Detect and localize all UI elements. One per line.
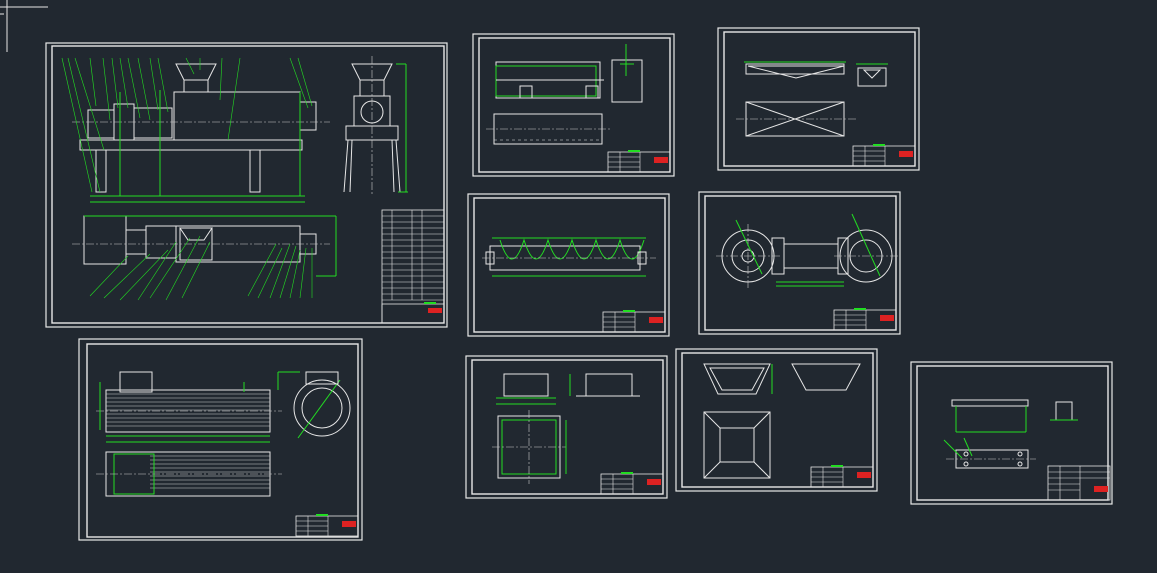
base-title-block xyxy=(852,144,916,167)
screen-drum-end-view xyxy=(277,371,351,439)
end-plate-title-block xyxy=(833,308,897,331)
screen-drum-front-view xyxy=(96,371,282,443)
end-plate-views xyxy=(716,213,898,288)
screen-drum-top-view xyxy=(96,451,282,497)
support-title-block xyxy=(1047,465,1111,501)
screw-shaft-title-block xyxy=(602,310,666,333)
screen-drum-title-block xyxy=(295,514,359,537)
screw-shaft-view xyxy=(482,237,656,277)
screw-shaft-drawing-sheet[interactable] xyxy=(467,193,670,337)
base-drawing-sheet[interactable] xyxy=(717,27,920,171)
bracket-title-block xyxy=(600,472,664,495)
assembly-top-view xyxy=(72,215,337,301)
hopper-views xyxy=(703,363,861,479)
bracket-views xyxy=(492,373,640,484)
hopper-title-block xyxy=(810,465,874,488)
assembly-front-view xyxy=(61,57,330,203)
support-views xyxy=(943,399,1078,469)
base-views xyxy=(736,61,888,137)
screen-drum-drawing-sheet[interactable] xyxy=(78,338,363,541)
frame-drawing-sheet[interactable] xyxy=(472,33,675,177)
frame-title-block xyxy=(607,150,671,173)
assembly-parts-list xyxy=(381,209,445,324)
ucs-icon xyxy=(0,0,48,52)
support-drawing-sheet[interactable] xyxy=(910,361,1113,505)
end-plate-drawing-sheet[interactable] xyxy=(698,191,901,335)
bracket-drawing-sheet[interactable] xyxy=(465,355,668,499)
assembly-drawing-sheet[interactable] xyxy=(45,42,448,328)
assembly-side-view xyxy=(343,56,408,196)
hopper-drawing-sheet[interactable] xyxy=(675,348,878,492)
frame-views xyxy=(486,44,643,145)
